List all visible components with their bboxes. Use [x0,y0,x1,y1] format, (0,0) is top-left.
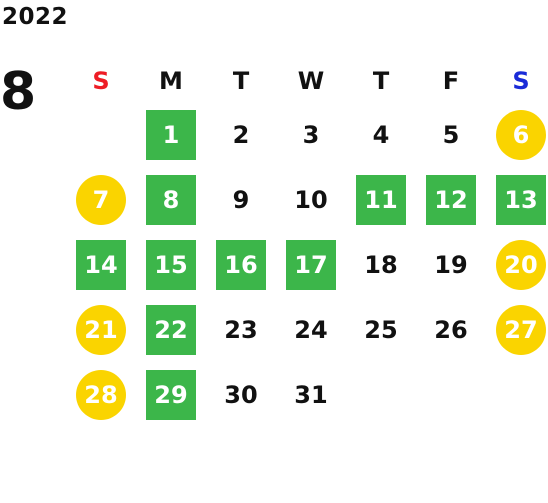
calendar-day-cell: 26 [416,297,486,362]
calendar-day-cell: 16 [206,232,276,297]
calendar-day-cell: 31 [276,362,346,427]
day-number: 20 [496,239,546,290]
calendar-day-cell: 13 [486,167,548,232]
calendar-day-cell: 12 [416,167,486,232]
month-number: 8 [0,62,37,122]
day-number: 14 [76,239,126,290]
day-number: 5 [442,120,460,149]
weekday-header-thursday: T [372,67,390,95]
day-number: 26 [434,315,468,344]
calendar-day-cell: 27 [486,297,548,362]
day-number: 8 [146,174,196,225]
day-number: 19 [434,250,468,279]
calendar-day-cell: 6 [486,102,548,167]
day-number: 31 [294,380,328,409]
day-number: 29 [146,369,196,420]
calendar-day-cell: 21 [66,297,136,362]
calendar-day-cell: 18 [346,232,416,297]
day-number: 3 [302,120,320,149]
day-number: 12 [426,174,476,225]
calendar-day-cell: 24 [276,297,346,362]
day-number: 11 [356,174,406,225]
weekday-header-sunday: S [92,67,110,95]
calendar-day-cell: 2 [206,102,276,167]
calendar-day-cell: 1 [136,102,206,167]
calendar-day-cell: 15 [136,232,206,297]
calendar-day-cell: 25 [346,297,416,362]
calendar-day-cell: 8 [136,167,206,232]
calendar-day-cell: 28 [66,362,136,427]
calendar-day-cell: 23 [206,297,276,362]
day-number: 10 [294,185,328,214]
weekday-header-saturday: S [512,67,530,95]
day-number: 16 [216,239,266,290]
year-label: 2022 [2,4,69,30]
day-number: 25 [364,315,398,344]
weekday-header-friday: F [442,67,460,95]
weekday-header-tuesday: T [232,67,250,95]
day-number: 13 [496,174,546,225]
day-number: 28 [76,369,126,420]
weekday-header-wednesday: W [297,67,325,95]
calendar-day-cell: 11 [346,167,416,232]
calendar-day-cell: 22 [136,297,206,362]
day-number: 21 [76,304,126,355]
day-number: 6 [496,109,546,160]
calendar-day-cell: 7 [66,167,136,232]
day-number: 9 [232,185,250,214]
calendar-day-cell: 14 [66,232,136,297]
calendar-day-cell: 19 [416,232,486,297]
calendar-day-cell: 9 [206,167,276,232]
day-number: 18 [364,250,398,279]
calendar-empty-cell [66,102,136,167]
weekday-header-monday: M [159,67,183,95]
day-number: 4 [372,120,390,149]
day-number: 22 [146,304,196,355]
day-number: 1 [146,109,196,160]
day-number: 17 [286,239,336,290]
day-number: 2 [232,120,250,149]
calendar-day-cell: 10 [276,167,346,232]
calendar-day-cell: 17 [276,232,346,297]
calendar-day-cell: 29 [136,362,206,427]
calendar-day-cell: 20 [486,232,548,297]
calendar-day-cell: 4 [346,102,416,167]
day-number: 24 [294,315,328,344]
day-number: 23 [224,315,258,344]
day-number: 27 [496,304,546,355]
calendar-day-cell: 3 [276,102,346,167]
calendar-day-cell: 5 [416,102,486,167]
day-number: 30 [224,380,258,409]
day-number: 7 [76,174,126,225]
day-number: 15 [146,239,196,290]
calendar-day-cell: 30 [206,362,276,427]
